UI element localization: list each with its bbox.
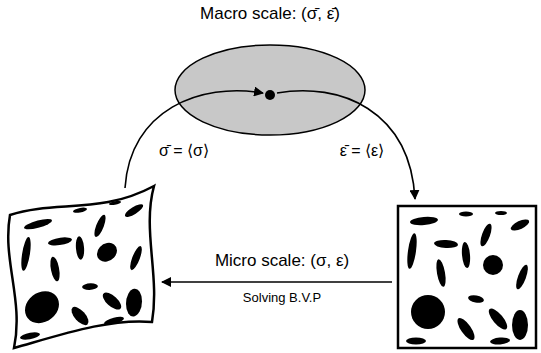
deformed-inclusions: [20, 196, 145, 342]
inclusions: [406, 211, 531, 345]
bvp-arrow: [162, 281, 392, 283]
bvp-label: Solving B.V.P: [243, 290, 321, 306]
macro-domain: [175, 45, 365, 135]
homogenization-arrow: [125, 91, 263, 188]
stress-average-label: σ̄ = ⟨σ⟩: [159, 141, 209, 160]
macro-ellipse: Macro scale: (σ̄, ε̄): [170, 4, 370, 144]
micro-scale-label: Micro scale: (σ, ε): [215, 251, 349, 271]
inclusions: [20, 196, 145, 342]
rve-square: [398, 206, 536, 348]
strain-average-label: ε̄ = ⟨ε⟩: [340, 141, 385, 160]
localization-arrow: [277, 91, 415, 199]
node-heading: Macro scale: (σ̄, ε̄): [170, 4, 370, 24]
deformed-rve-outline: [8, 186, 154, 348]
material-point: [265, 90, 275, 100]
ellipse-outline: [170, 4, 370, 144]
